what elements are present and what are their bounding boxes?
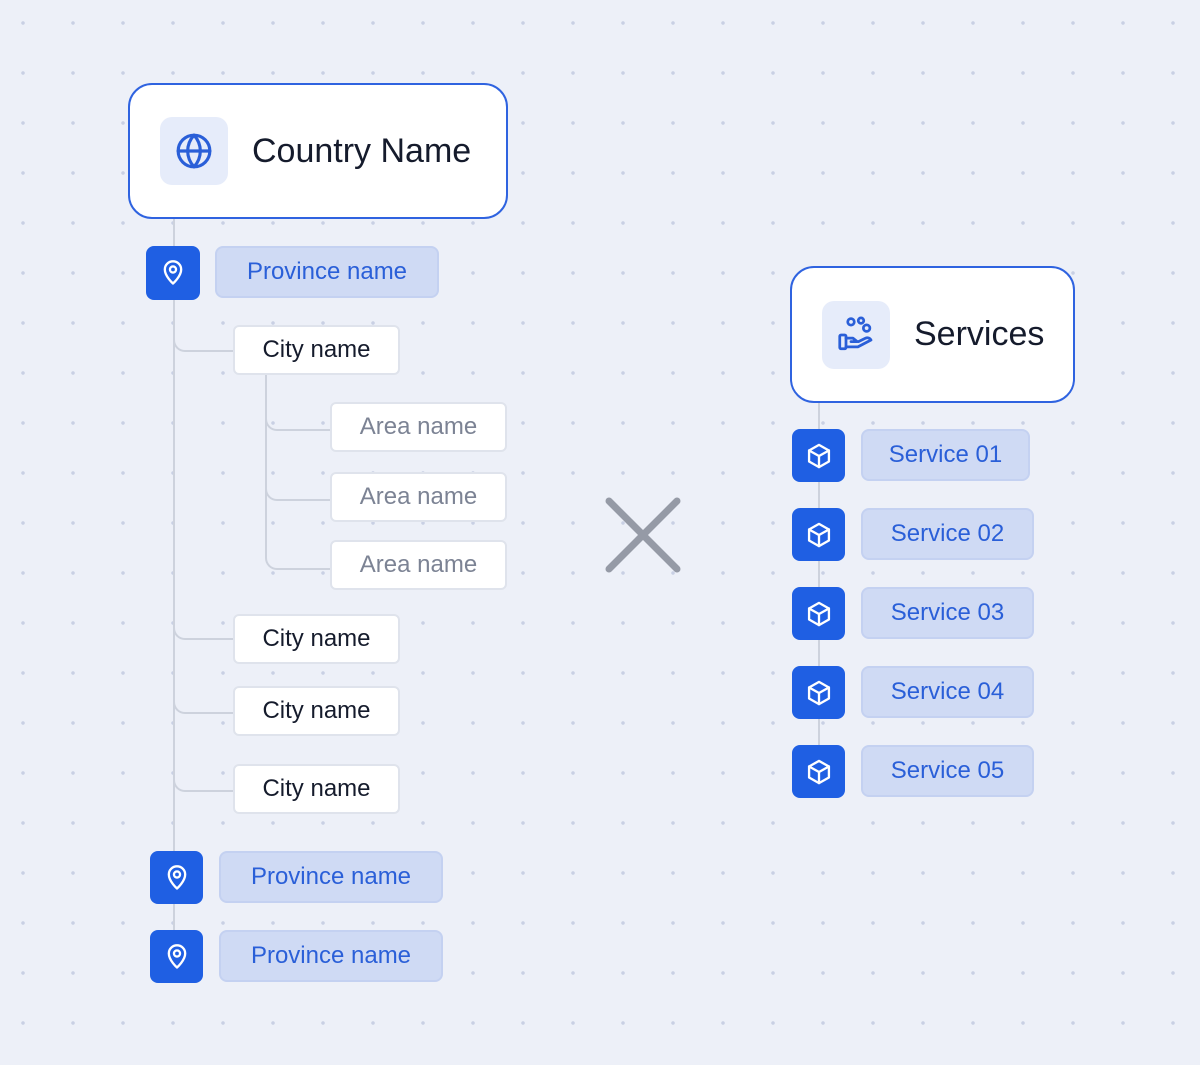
package-cube-icon xyxy=(807,759,830,784)
province-item[interactable]: Province name xyxy=(215,246,439,298)
package-cube-icon xyxy=(807,680,830,705)
package-cube-icon xyxy=(807,601,830,626)
city-item[interactable]: City name xyxy=(233,614,400,664)
area-connector xyxy=(265,540,332,570)
service-icon-tile xyxy=(792,587,845,640)
services-connector xyxy=(818,400,820,772)
map-pin-icon xyxy=(167,864,186,890)
map-pin-icon xyxy=(163,260,183,285)
country-card[interactable]: Country Name xyxy=(128,83,508,219)
province-item[interactable]: Province name xyxy=(219,930,443,982)
country-icon-tile xyxy=(160,117,228,185)
services-title: Services xyxy=(914,315,1045,353)
area-connector xyxy=(265,400,332,431)
province-item[interactable]: Province name xyxy=(219,851,443,903)
city-connector xyxy=(173,300,235,352)
service-icon-tile xyxy=(792,666,845,719)
area-item[interactable]: Area name xyxy=(330,472,507,522)
city-item[interactable]: City name xyxy=(233,325,400,375)
close-icon xyxy=(605,497,681,573)
service-item[interactable]: Service 05 xyxy=(861,745,1034,797)
province-pin-tile xyxy=(150,851,203,904)
service-icon-tile xyxy=(792,745,845,798)
area-item[interactable]: Area name xyxy=(330,540,507,590)
service-item[interactable]: Service 03 xyxy=(861,587,1034,639)
service-icon-tile xyxy=(792,429,845,482)
province-pin-tile xyxy=(146,246,200,300)
province-pin-tile xyxy=(150,930,203,983)
service-item[interactable]: Service 02 xyxy=(861,508,1034,560)
service-item[interactable]: Service 01 xyxy=(861,429,1030,481)
area-item[interactable]: Area name xyxy=(330,402,507,452)
service-item[interactable]: Service 04 xyxy=(861,666,1034,718)
hand-with-coins-icon xyxy=(838,315,873,350)
services-card[interactable]: Services xyxy=(790,266,1075,403)
city-item[interactable]: City name xyxy=(233,764,400,814)
city-connector xyxy=(173,750,235,792)
globe-icon xyxy=(176,133,212,169)
services-icon-tile xyxy=(822,300,890,369)
package-cube-icon xyxy=(807,443,830,468)
city-connector xyxy=(173,600,235,640)
area-connector xyxy=(265,470,332,501)
map-pin-icon xyxy=(167,943,186,969)
city-connector xyxy=(173,680,235,714)
country-title: Country Name xyxy=(252,131,472,170)
tree-trunk-connector xyxy=(173,218,175,958)
city-item[interactable]: City name xyxy=(233,686,400,736)
package-cube-icon xyxy=(807,522,830,547)
service-icon-tile xyxy=(792,508,845,561)
area-trunk-connector xyxy=(265,375,267,555)
